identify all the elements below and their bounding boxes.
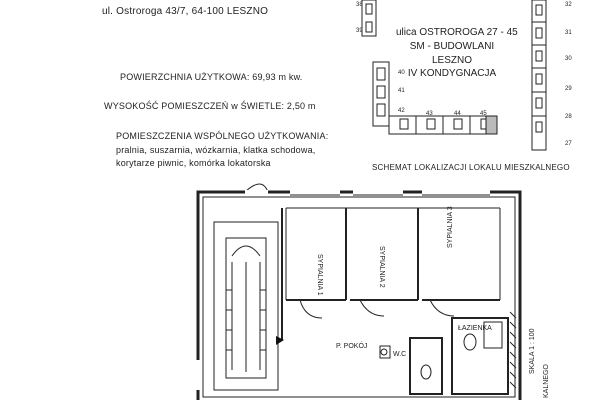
building-number-43: 43	[426, 111, 433, 117]
building-number-31: 31	[565, 30, 572, 36]
building-number-41: 41	[398, 88, 405, 94]
location-city: LESZNO	[431, 55, 472, 66]
room-label-bedroom-2: SYPIALNIA 2	[378, 246, 385, 288]
building-number-45: 45	[480, 111, 487, 117]
room-label-hall: P. POKÓJ	[336, 341, 367, 350]
building-number-44: 44	[454, 111, 461, 117]
room-label-wc: W.C	[393, 351, 406, 358]
side-caption: KALNEGO	[543, 364, 550, 398]
building-number-32: 32	[565, 2, 572, 8]
shared-rooms-line-2: korytarze piwnic, komórka lokatorska	[116, 158, 271, 168]
building-number-39: 39	[356, 28, 363, 34]
room-label-bedroom-3: SYPIALNIA 3	[447, 206, 454, 248]
room-label-bedroom-1: SYPIALNIA 1	[316, 254, 323, 296]
scale-label: SKALA 1 : 100	[529, 328, 536, 374]
location-coop: SM - BUDOWLANI	[409, 41, 495, 52]
room-label-bathroom: ŁAZIENKA	[458, 325, 492, 332]
building-number-28: 28	[565, 114, 572, 120]
location-street: ulica OSTROROGA 27 - 45	[396, 27, 518, 38]
building-number-40: 40	[398, 70, 405, 76]
location-caption: SCHEMAT LOKALIZACJI LOKALU MIESZKALNEGO	[372, 163, 570, 172]
shared-rooms-line-1: pralnia, suszarnia, wózkarnia, klatka sc…	[116, 145, 316, 155]
site-schematic	[361, 0, 547, 151]
usable-area-text: POWIERZCHNIA UŻYTKOWA: 69,93 m kw.	[120, 72, 303, 82]
building-numbers: 38 39 40 41 42 43 44 45 32 31 30 29 28 2…	[356, 2, 572, 147]
building-number-27: 27	[565, 141, 572, 147]
floor-plan	[196, 183, 522, 400]
building-number-38: 38	[356, 2, 363, 8]
building-number-42: 42	[398, 108, 405, 114]
location-floor: IV KONDYGNACJA	[407, 68, 497, 79]
shared-rooms-heading: POMIESZCZENIA WSPÓLNEGO UŻYTKOWANIA:	[116, 131, 329, 141]
entrance-arrow-icon	[276, 336, 284, 345]
building-number-29: 29	[565, 86, 572, 92]
address-line: ul. Ostroroga 43/7, 64-100 LESZNO	[102, 6, 269, 17]
room-height-text: WYSOKOŚĆ POMIESZCZEŃ w ŚWIETLE: 2,50 m	[104, 101, 316, 111]
building-number-30: 30	[565, 56, 572, 62]
